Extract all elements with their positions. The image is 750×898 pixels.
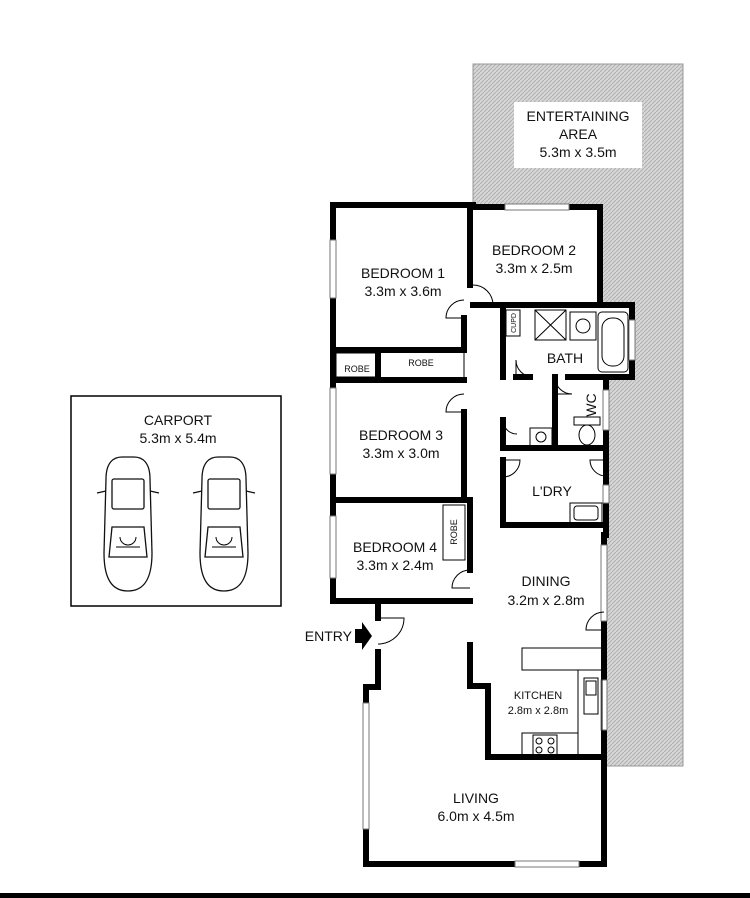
kitchen-sink [583, 677, 599, 715]
window-bed2 [504, 203, 570, 211]
living-size: 6.0m x 4.5m [437, 808, 514, 824]
window-living-west [362, 702, 370, 830]
bedroom4-size: 3.3m x 2.4m [356, 557, 433, 573]
car-icon [192, 456, 256, 592]
door-bed1[interactable] [445, 299, 465, 319]
entertaining-name: ENTERTAINING [527, 108, 630, 124]
cupd-label: CUPD [511, 313, 518, 333]
entertaining-name-2: AREA [559, 126, 598, 142]
living-name: LIVING [453, 790, 499, 806]
cooktop-burner [535, 746, 543, 754]
door-bed3[interactable] [445, 393, 465, 413]
robe-label-bed4: ROBE [449, 519, 459, 545]
cupd-bath [505, 309, 521, 337]
kitchen-name: KITCHEN [514, 690, 562, 702]
door-ldry-external[interactable] [589, 459, 607, 477]
cooktop-burner [535, 737, 543, 745]
shower-cross [534, 309, 567, 341]
carport-name: CARPORT [144, 412, 213, 428]
window-bed3 [329, 387, 337, 475]
door-dining-external[interactable] [585, 611, 605, 631]
door-bath[interactable] [515, 359, 534, 378]
window-bath [628, 319, 636, 361]
kitchen-size: 2.8m x 2.8m [508, 705, 569, 717]
door-bed4[interactable] [451, 569, 471, 589]
door-wc[interactable] [554, 376, 573, 395]
dining-name: DINING [522, 573, 571, 589]
wc-basin [529, 427, 553, 447]
robe-bed4 [442, 504, 466, 561]
shower [534, 309, 567, 341]
laundry-tub [569, 502, 603, 524]
kitchen-bench-east [577, 669, 603, 758]
bedroom1-size: 3.3m x 3.6m [364, 283, 441, 299]
bedroom1-name: BEDROOM 1 [361, 265, 445, 281]
robe-bed1-small [335, 352, 379, 378]
cooktop-burner [547, 746, 555, 754]
window-dining [600, 544, 608, 622]
entertaining-label-box [514, 102, 642, 168]
dining-size: 3.2m x 2.8m [507, 592, 584, 608]
window-ldry [602, 484, 610, 504]
door-ldry[interactable] [502, 459, 521, 478]
exterior-wall-living [363, 684, 607, 867]
carport-size: 5.3m x 5.4m [139, 430, 216, 446]
window-kitchen [600, 679, 608, 731]
wc-name: WC [583, 393, 599, 416]
door-bed2[interactable] [472, 284, 494, 306]
basin [569, 311, 597, 341]
toilet-bowl [578, 424, 596, 446]
door-entry[interactable] [377, 617, 405, 645]
basin-bowl [575, 318, 591, 334]
house-floor [333, 203, 632, 865]
wc-basin-bowl [535, 431, 547, 443]
car-icon [96, 456, 160, 592]
bathtub-inner [601, 317, 625, 367]
cooktop [532, 734, 558, 756]
robe-label-small: ROBE [344, 364, 370, 374]
page-bottom-bar [0, 893, 750, 898]
bedroom3-size: 3.3m x 3.0m [362, 445, 439, 461]
door-cupd[interactable] [502, 419, 518, 435]
entry-label: ENTRY [305, 628, 353, 644]
laundry-name: L'DRY [532, 483, 572, 499]
cooktop-burner [547, 737, 555, 745]
kitchen-bench-island [521, 647, 603, 671]
bedroom3-name: BEDROOM 3 [359, 427, 443, 443]
bathtub [597, 311, 629, 373]
entry-arrow-icon [355, 622, 372, 650]
window-wc [602, 389, 610, 431]
entertaining-size: 5.3m x 3.5m [539, 144, 616, 160]
window-bed1 [329, 239, 337, 299]
bedroom2-name: BEDROOM 2 [492, 242, 576, 258]
bedroom2-size: 3.3m x 2.5m [495, 260, 572, 276]
bedroom4-name: BEDROOM 4 [353, 539, 437, 555]
bath-name: BATH [547, 350, 583, 366]
kitchen-sink-bowl [585, 680, 597, 696]
laundry-tub-inner [573, 505, 599, 521]
window-living-south [514, 860, 580, 868]
kitchen-bench-south [521, 732, 579, 758]
robe-label-bed1: ROBE [408, 358, 434, 368]
window-bed4 [329, 515, 337, 579]
